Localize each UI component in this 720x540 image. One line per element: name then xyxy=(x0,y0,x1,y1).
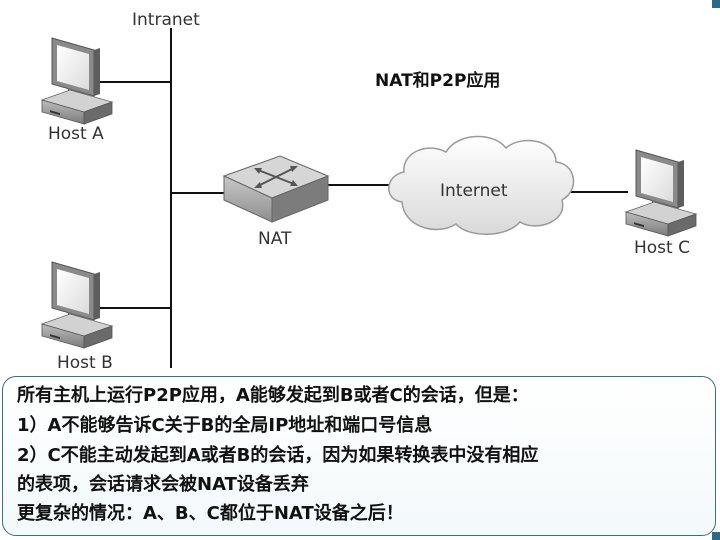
internet-cloud-icon xyxy=(388,135,575,235)
explanation-line: 1）A不能够告诉C关于B的全局IP地址和端口号信息 xyxy=(17,415,433,436)
corner-marker-top-right xyxy=(712,0,720,8)
corner-marker-bottom-right xyxy=(712,532,720,540)
explanation-line: 2）C不能主动发起到A或者B的会话，因为如果转换表中没有相应 xyxy=(17,445,539,466)
explanation-box: 所有主机上运行P2P应用，A能够发起到B或者C的会话，但是： 1）A不能够告诉C… xyxy=(2,376,716,536)
internet-label: Internet xyxy=(440,181,508,201)
nat-router-icon xyxy=(222,155,330,223)
intranet-label: Intranet xyxy=(132,10,200,30)
host-c-computer-icon xyxy=(625,149,697,237)
host-a-label: Host A xyxy=(48,124,104,144)
host-c-label: Host C xyxy=(634,238,690,258)
explanation-line: 更复杂的情况：A、B、C都位于NAT设备之后！ xyxy=(17,503,404,524)
diagram-title: NAT和P2P应用 xyxy=(375,71,501,91)
host-b-label: Host B xyxy=(57,353,113,373)
explanation-line: 所有主机上运行P2P应用，A能够发起到B或者C的会话，但是： xyxy=(17,385,529,406)
nat-label: NAT xyxy=(258,229,292,249)
host-b-computer-icon xyxy=(41,261,113,349)
explanation-line: 的表项，会话请求会被NAT设备丢弃 xyxy=(17,474,309,495)
